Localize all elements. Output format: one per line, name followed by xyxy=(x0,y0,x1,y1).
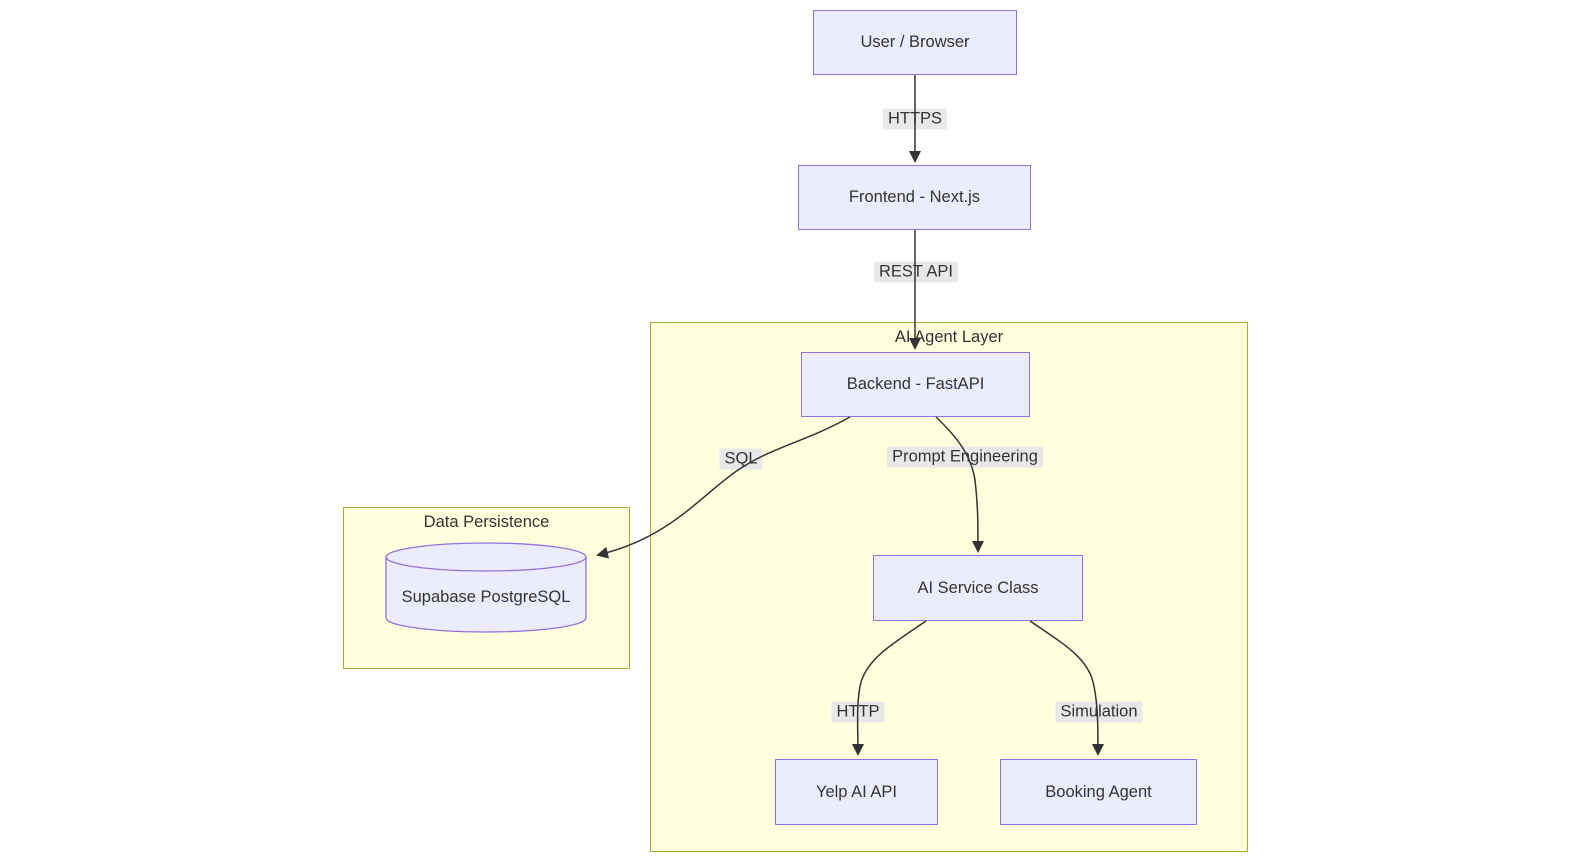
node-ai-service-class: AI Service Class xyxy=(873,555,1083,621)
edge-label-rest-api: REST API xyxy=(874,261,958,283)
node-user-browser-label: User / Browser xyxy=(860,33,970,51)
node-backend-fastapi: Backend - FastAPI xyxy=(801,352,1030,417)
node-user-browser: User / Browser xyxy=(813,10,1017,75)
edge-label-simulation: Simulation xyxy=(1055,701,1143,723)
node-ai-service-class-label: AI Service Class xyxy=(917,578,1039,597)
node-frontend-nextjs: Frontend - Next.js xyxy=(798,165,1031,230)
edge-label-http: HTTP xyxy=(831,701,885,723)
node-booking-agent-label: Booking Agent xyxy=(1045,782,1152,801)
node-backend-fastapi-label: Backend - FastAPI xyxy=(846,375,985,393)
node-yelp-ai-api: Yelp AI API xyxy=(775,759,938,825)
node-booking-agent: Booking Agent xyxy=(1000,759,1197,825)
subgraph-data-persistence-title: Data Persistence xyxy=(423,513,550,531)
node-supabase-postgresql: Supabase PostgreSQL xyxy=(385,542,587,634)
edge-label-https: HTTPS xyxy=(882,108,948,130)
node-frontend-nextjs-label: Frontend - Next.js xyxy=(848,188,981,206)
subgraph-ai-agent-layer-title: AI Agent Layer xyxy=(894,328,1004,346)
node-yelp-ai-api-label: Yelp AI API xyxy=(815,782,898,801)
node-supabase-postgresql-label: Supabase PostgreSQL xyxy=(401,587,571,606)
database-cylinder-icon xyxy=(385,542,587,633)
edge-label-prompt-engineering: Prompt Engineering xyxy=(887,446,1043,468)
edge-label-sql: SQL xyxy=(719,448,763,470)
